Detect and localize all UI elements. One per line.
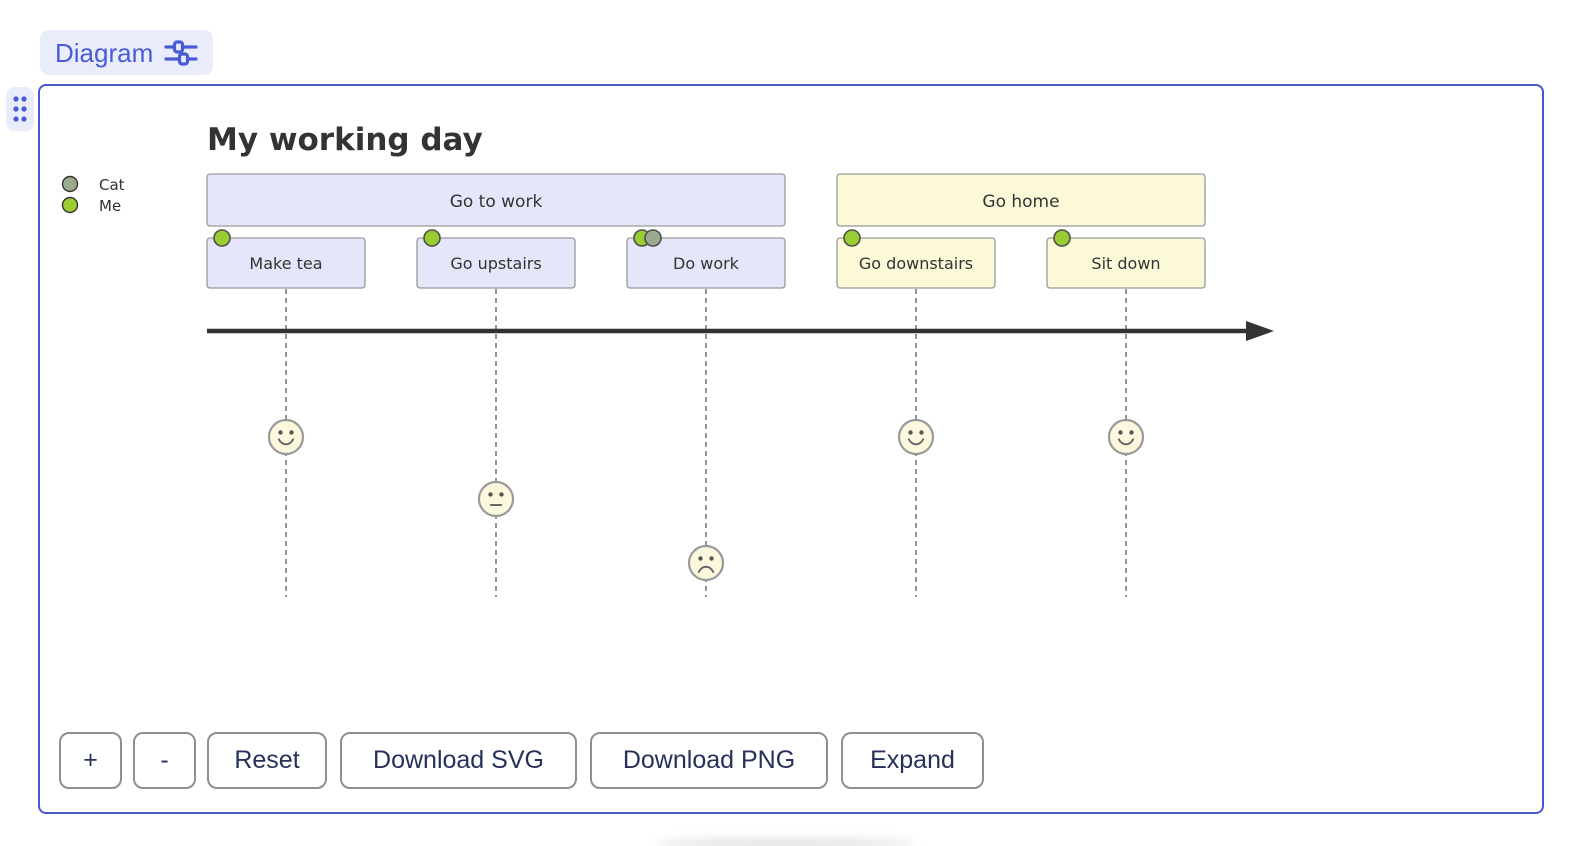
task-rect bbox=[626, 237, 786, 289]
section-go-to-work: Go to work bbox=[206, 173, 786, 227]
task-rect bbox=[1046, 237, 1206, 289]
actor-dot-me bbox=[843, 229, 861, 247]
actor-dot-me bbox=[213, 229, 231, 247]
task-rect bbox=[206, 237, 366, 289]
section-go-home: Go home bbox=[836, 173, 1206, 227]
happy-mouth bbox=[907, 438, 925, 446]
face-circle bbox=[477, 480, 515, 518]
task-go-upstairs: Go upstairs bbox=[416, 229, 576, 289]
section-rect bbox=[836, 173, 1206, 227]
face-circle bbox=[897, 418, 935, 456]
download-png-button[interactable]: Download PNG bbox=[590, 732, 828, 789]
section-label: Go to work bbox=[450, 192, 543, 212]
task-rect bbox=[836, 237, 996, 289]
legend-swatch-cat bbox=[61, 175, 79, 193]
zoom-out-button[interactable]: - bbox=[133, 732, 196, 789]
task-label: Do work bbox=[673, 254, 740, 273]
journey-diagram: My working day Cat Me Go to work Go home bbox=[61, 122, 1274, 597]
legend: Cat Me bbox=[61, 175, 125, 215]
task-label: Go upstairs bbox=[450, 254, 541, 273]
diagram-title: My working day bbox=[207, 122, 483, 158]
happy-mouth bbox=[1117, 438, 1135, 446]
legend-swatch-me bbox=[61, 196, 79, 214]
diagram-tab-button[interactable]: Diagram bbox=[40, 30, 214, 75]
face-circle bbox=[687, 544, 725, 582]
section-label: Go home bbox=[982, 192, 1059, 212]
grip-dots-icon bbox=[13, 96, 27, 122]
actor-dot-me bbox=[423, 229, 441, 247]
diagram-tab-label: Diagram bbox=[55, 37, 154, 68]
below-fold-shadow bbox=[655, 839, 915, 846]
reset-button[interactable]: Reset bbox=[207, 732, 327, 789]
face-sad-do-work bbox=[687, 544, 725, 582]
task-label: Sit down bbox=[1091, 254, 1160, 273]
face-happy-go-downstairs bbox=[897, 418, 935, 456]
task-label: Make tea bbox=[249, 254, 322, 273]
happy-mouth bbox=[277, 438, 295, 446]
face-neutral-go-upstairs bbox=[477, 480, 515, 518]
drag-handle[interactable] bbox=[6, 87, 34, 131]
face-circle bbox=[1107, 418, 1145, 456]
task-go-downstairs: Go downstairs bbox=[836, 229, 996, 289]
sad-mouth bbox=[697, 565, 715, 573]
diagram-panel: My working day Cat Me Go to work Go home bbox=[38, 84, 1544, 814]
task-do-work: Do work bbox=[626, 229, 786, 289]
face-happy-sit-down bbox=[1107, 418, 1145, 456]
expand-button[interactable]: Expand bbox=[841, 732, 984, 789]
timeline-arrow bbox=[207, 321, 1274, 341]
face-happy-make-tea bbox=[267, 418, 305, 456]
sliders-icon bbox=[164, 39, 198, 66]
task-rect bbox=[416, 237, 576, 289]
diagram-controls: + - Reset Download SVG Download PNG Expa… bbox=[40, 86, 1542, 812]
actor-dot-cat bbox=[644, 229, 662, 247]
actor-dot-me bbox=[1053, 229, 1071, 247]
task-make-tea: Make tea bbox=[206, 229, 366, 289]
task-label: Go downstairs bbox=[859, 254, 973, 273]
zoom-in-button[interactable]: + bbox=[59, 732, 122, 789]
legend-label-cat: Cat bbox=[99, 176, 125, 194]
task-sit-down: Sit down bbox=[1046, 229, 1206, 289]
section-rect bbox=[206, 173, 786, 227]
face-circle bbox=[267, 418, 305, 456]
download-svg-button[interactable]: Download SVG bbox=[340, 732, 577, 789]
legend-label-me: Me bbox=[99, 197, 121, 215]
